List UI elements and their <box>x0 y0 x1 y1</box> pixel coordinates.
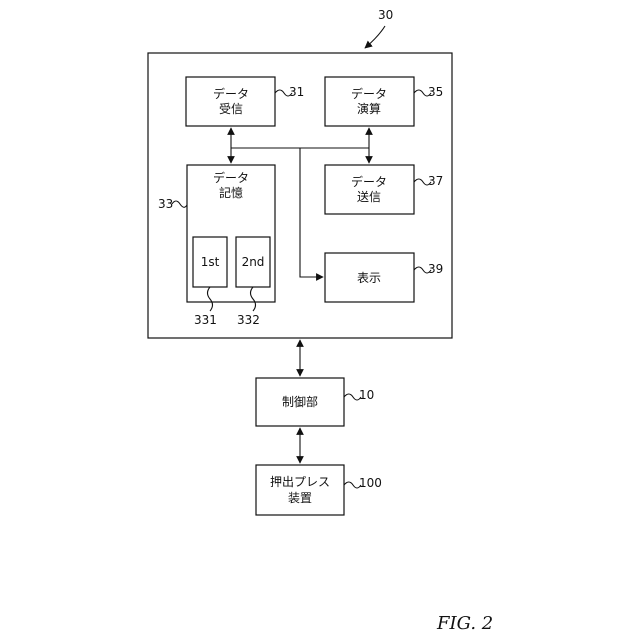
extrusion-press-block <box>256 465 344 515</box>
system-ref-label: 30 <box>378 8 393 22</box>
data-receive-line1: データ <box>213 86 249 101</box>
display-ref: 39 <box>428 262 443 276</box>
figure-label: FIG. 2 <box>436 613 493 634</box>
data-compute-line1: データ <box>351 86 387 101</box>
second-store-ref: 332 <box>237 313 260 327</box>
controller-ref: 10 <box>359 388 374 402</box>
data-send-ref: 37 <box>428 174 443 188</box>
data-storage-ref: 33 <box>158 197 173 211</box>
data-storage-line1: データ <box>213 170 249 185</box>
first-store-label: 1st <box>201 255 220 269</box>
extrusion-press-ref: 100 <box>359 476 382 490</box>
display-label: 表示 <box>357 271 381 285</box>
data-receive-line2: 受信 <box>219 102 243 116</box>
data-receive-ref: 31 <box>289 85 304 99</box>
data-send-line1: データ <box>351 174 387 189</box>
first-store-ref: 331 <box>194 313 217 327</box>
system-ref-leader <box>365 26 385 48</box>
controller-label: 制御部 <box>282 394 318 409</box>
extrusion-press-line1: 押出プレス <box>270 475 330 489</box>
data-compute-ref: 35 <box>428 85 443 99</box>
extrusion-press-line2: 装置 <box>288 491 312 505</box>
data-compute-line2: 演算 <box>357 101 381 116</box>
data-storage-line2: 記憶 <box>219 185 243 200</box>
second-store-label: 2nd <box>242 255 265 269</box>
data-send-line2: 送信 <box>357 189 381 204</box>
